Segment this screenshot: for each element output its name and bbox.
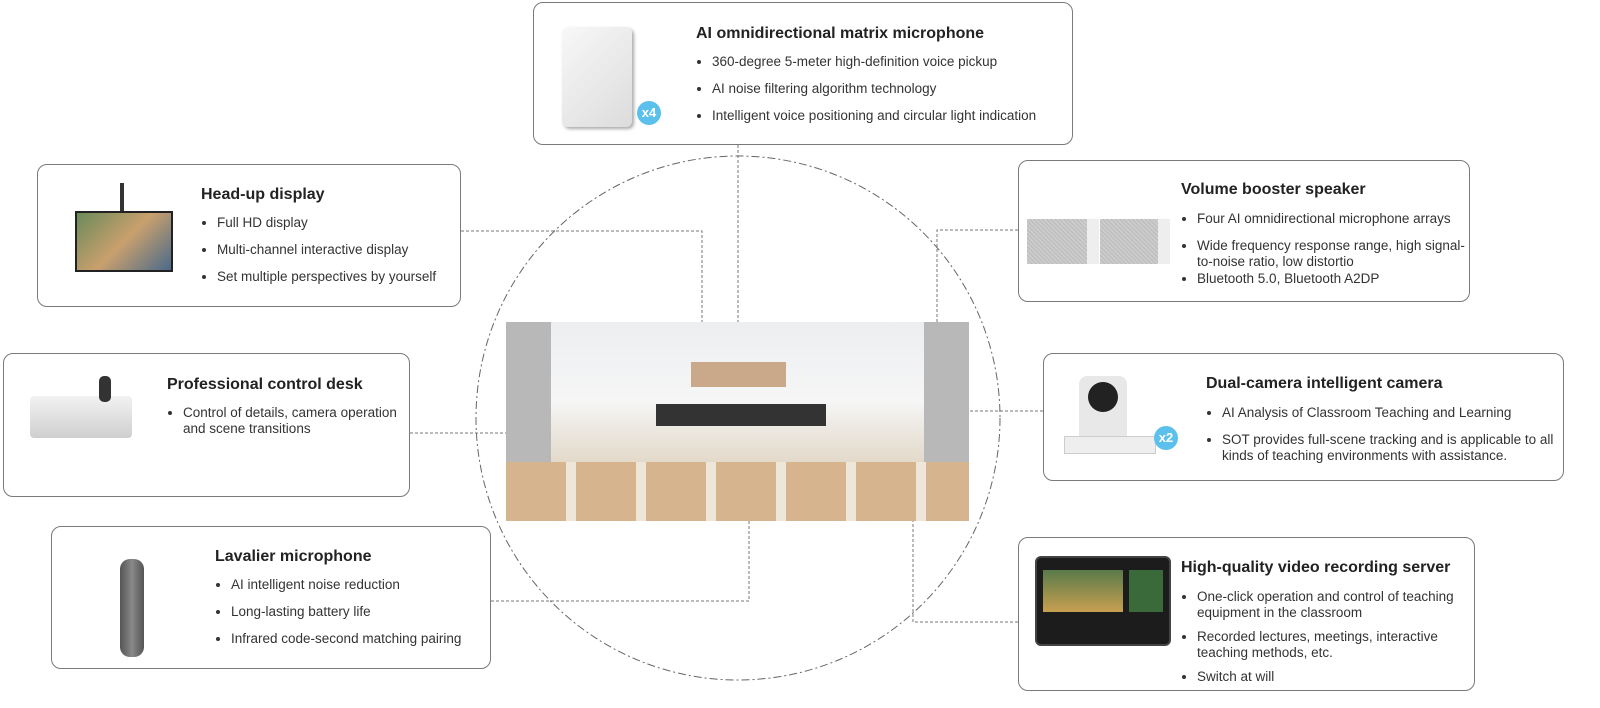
feature-item: SOT provides full-scene tracking and is … [1222,432,1572,464]
feature-item: Control of details, camera operation and… [183,405,423,437]
card-title: High-quality video recording server [1181,559,1451,576]
card-title: AI omnidirectional matrix microphone [696,25,985,42]
card-matrix-microphone: x4 AI omnidirectional matrix microphone … [533,2,1073,145]
speaker-connector [936,229,1018,400]
classroom-photo [506,322,969,521]
card-title: Head-up display [201,186,325,203]
card-dual-camera: x2 Dual-camera intelligent camera AI Ana… [1043,353,1564,481]
card-recording-server: High-quality video recording server One-… [1018,537,1475,691]
quantity-badge: x4 [637,101,661,125]
card-title: Volume booster speaker [1181,181,1366,198]
lavalier-image [120,559,144,657]
feature-item: Wide frequency response range, high sign… [1197,238,1467,270]
card-lavalier-microphone: Lavalier microphone AI intelligent noise… [51,526,491,669]
feature-item: Intelligent voice positioning and circul… [712,108,1082,124]
matrix-microphone-image [562,27,632,127]
feature-item: Recorded lectures, meetings, interactive… [1197,629,1482,661]
card-title: Lavalier microphone [215,548,372,565]
card-control-desk: Professional control desk Control of det… [3,353,410,497]
feature-item: Multi-channel interactive display [217,242,467,258]
display-image [75,211,173,272]
speaker-image [1100,219,1170,264]
feature-item: One-click operation and control of teach… [1197,589,1482,621]
quantity-badge: x2 [1154,426,1178,450]
hud-connector [461,230,703,360]
feature-item: AI noise filtering algorithm technology [712,81,1082,97]
card-head-up-display: Head-up display Full HD displayMulti-cha… [37,164,461,307]
feature-item: Full HD display [217,215,467,231]
recording-server-image [1035,556,1171,646]
feature-item: AI Analysis of Classroom Teaching and Le… [1222,405,1572,421]
server-connector [912,450,1018,623]
feature-item: Switch at will [1197,669,1482,685]
control-desk-image [30,396,132,438]
feature-item: Infrared code-second matching pairing [231,631,501,647]
feature-item: 360-degree 5-meter high-definition voice… [712,54,1082,70]
feature-item: Bluetooth 5.0, Bluetooth A2DP [1197,271,1467,287]
card-volume-speaker: Volume booster speaker Four AI omnidirec… [1018,160,1470,302]
feature-item: Long-lasting battery life [231,604,501,620]
speaker-image [1027,219,1099,264]
feature-item: AI intelligent noise reduction [231,577,501,593]
feature-item: Four AI omnidirectional microphone array… [1197,211,1467,227]
feature-item: Set multiple perspectives by yourself [217,269,467,285]
card-title: Professional control desk [167,376,363,393]
card-title: Dual-camera intelligent camera [1206,375,1443,392]
